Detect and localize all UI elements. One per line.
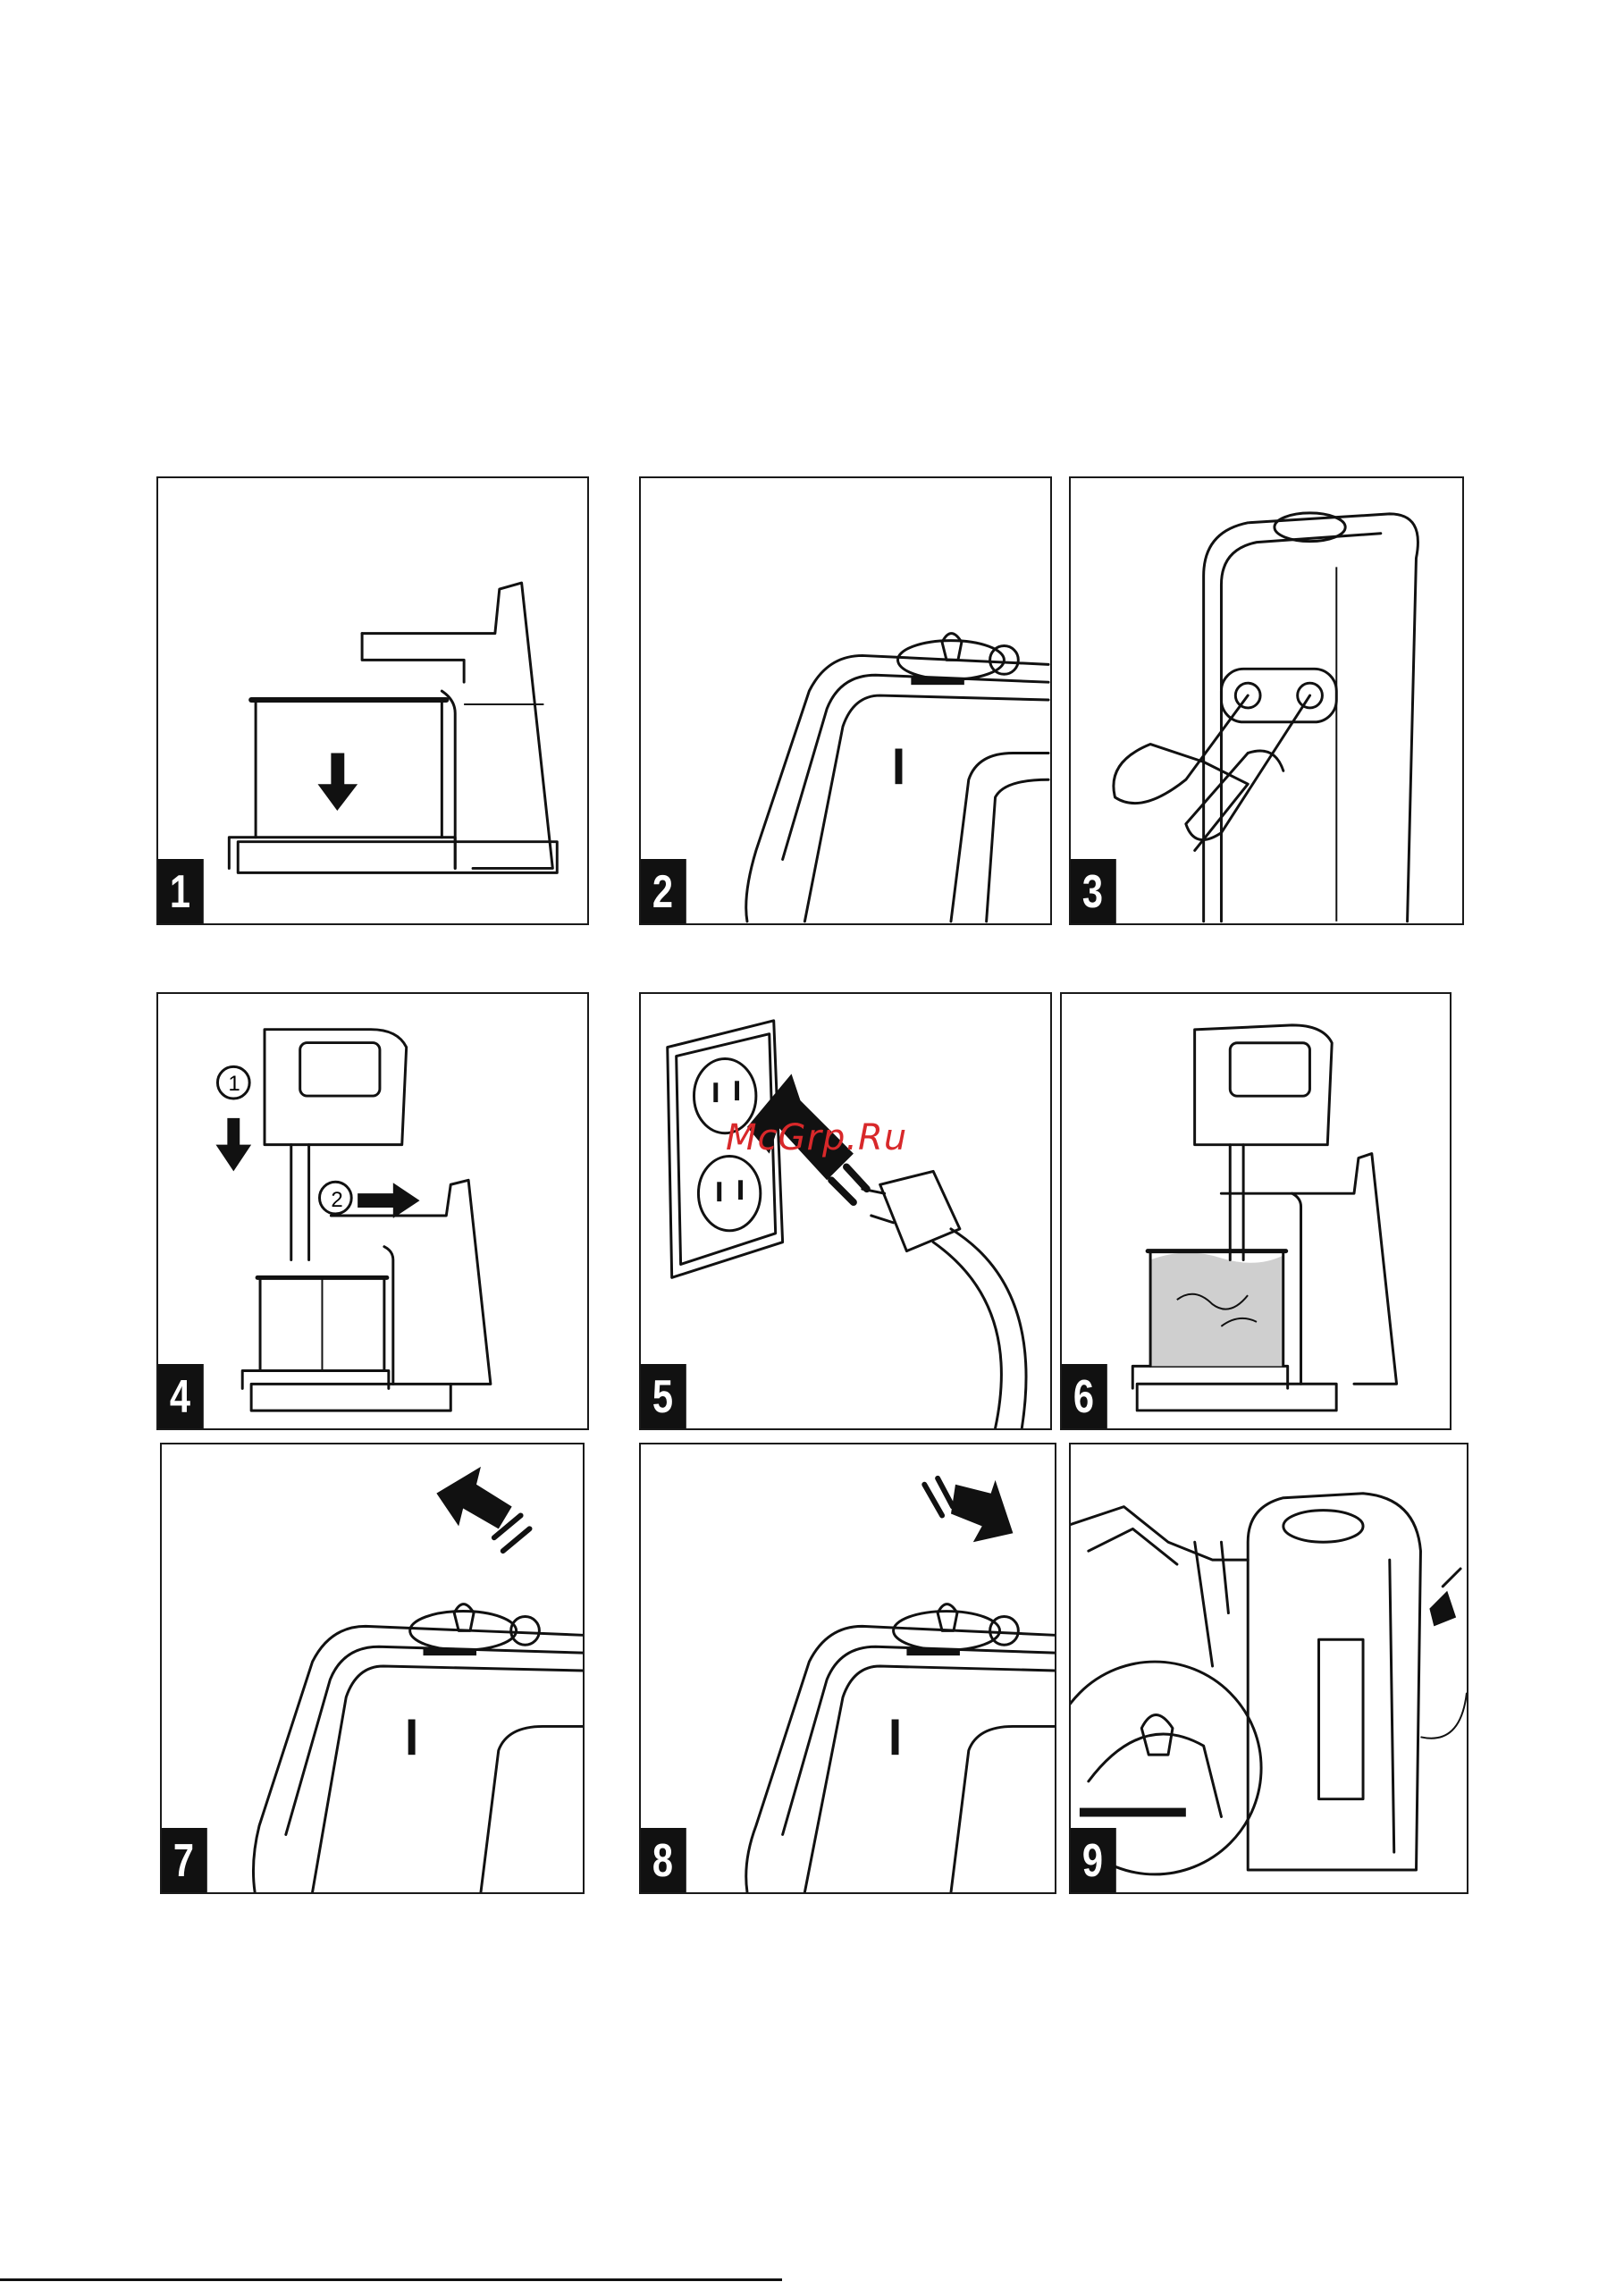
mixing-bowl-illustration — [1062, 994, 1450, 1428]
watermark: McGrp.Ru — [726, 1117, 907, 1158]
step-number-badge: 6 — [1060, 1364, 1107, 1430]
switch-forward-illustration — [162, 1444, 583, 1892]
step-number-badge: 5 — [639, 1364, 686, 1430]
step-7-panel: 7 — [160, 1443, 585, 1894]
step-number-badge: 2 — [639, 859, 686, 925]
eject-beaters-illustration — [1071, 1444, 1467, 1892]
step-number-badge: 7 — [160, 1828, 207, 1894]
step-number-badge: 3 — [1069, 859, 1116, 925]
step-9-panel: 9 — [1069, 1443, 1468, 1894]
mixer-speed-switch-illustration — [641, 478, 1050, 923]
step-4-panel: 1 2 4 — [156, 992, 589, 1430]
step-3-panel: 3 — [1069, 476, 1464, 925]
step-number-badge: 9 — [1069, 1828, 1116, 1894]
step-2-panel: 2 — [639, 476, 1052, 925]
plug-outlet-illustration — [641, 994, 1050, 1428]
callout-1: 1 — [224, 1072, 244, 1097]
callout-2: 2 — [327, 1188, 347, 1213]
footer-rule — [0, 2278, 782, 2281]
step-5-panel: 5 — [639, 992, 1052, 1430]
switch-back-illustration — [641, 1444, 1055, 1892]
stand-bowl-illustration — [158, 478, 587, 923]
step-8-panel: 8 — [639, 1443, 1056, 1894]
step-number-badge: 8 — [639, 1828, 686, 1894]
step-6-panel: 6 — [1060, 992, 1452, 1430]
attach-mixer-illustration — [158, 994, 587, 1428]
step-number-badge: 1 — [156, 859, 204, 925]
step-number-badge: 4 — [156, 1364, 204, 1430]
step-1-panel: 1 — [156, 476, 589, 925]
mixer-beaters-illustration — [1071, 478, 1462, 923]
